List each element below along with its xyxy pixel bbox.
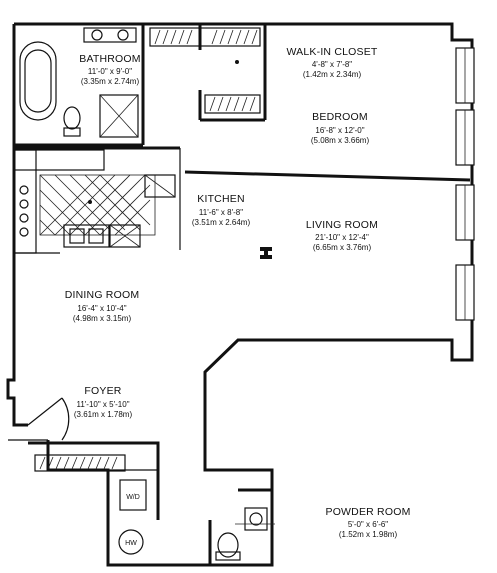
label-dining-room: DINING ROOM 16'-4" x 10'-4" (4.98m x 3.1… — [65, 289, 140, 323]
kitchen-dims-ft: 11'-6" x 8'-8" — [199, 208, 243, 217]
walk-in-closet-name: WALK-IN CLOSET — [286, 46, 377, 58]
powder-room-dims-m: (1.52m x 1.98m) — [339, 530, 398, 539]
living-room-dims-ft: 21'-10" x 12'-4" — [315, 233, 369, 242]
label-bedroom: BEDROOM 16'-8" x 12'-0" (5.08m x 3.66m) — [311, 111, 370, 145]
windows — [455, 47, 475, 321]
walk-in-closet-dims-ft: 4'-8" x 7'-8" — [312, 60, 352, 69]
bedroom-name: BEDROOM — [312, 111, 368, 123]
dining-room-dims-m: (4.98m x 3.15m) — [73, 314, 132, 323]
powder-room-fixtures — [215, 507, 268, 561]
bathroom-dims-ft: 11'-0" x 9'-0" — [88, 67, 132, 76]
closet-shelving — [34, 27, 261, 472]
label-powder-room: POWDER ROOM 5'-0" x 6'-6" (1.52m x 1.98m… — [325, 506, 410, 539]
kitchen-dims-m: (3.51m x 2.64m) — [192, 218, 251, 227]
bedroom-dims-m: (5.08m x 3.66m) — [311, 136, 370, 145]
kitchen-fixtures — [13, 149, 176, 254]
entry-door-icon[interactable] — [27, 397, 70, 441]
kitchen-name: KITCHEN — [197, 193, 245, 205]
walk-in-closet-dims-m: (1.42m x 2.34m) — [303, 70, 362, 79]
foyer-dims-ft: 11'-10" x 5'-10" — [76, 400, 129, 409]
label-kitchen: KITCHEN 11'-6" x 8'-8" (3.51m x 2.64m) — [192, 193, 251, 227]
label-bathroom: BATHROOM 11'-0" x 9'-0" (3.35m x 2.74m) — [79, 53, 141, 86]
powder-room-dims-ft: 5'-0" x 6'-6" — [348, 520, 388, 529]
column-icon — [260, 247, 272, 259]
label-foyer: FOYER 11'-10" x 5'-10" (3.61m x 1.78m) — [74, 385, 133, 419]
foyer-name: FOYER — [84, 385, 121, 397]
bathroom-dims-m: (3.35m x 2.74m) — [81, 77, 140, 86]
label-walk-in-closet: WALK-IN CLOSET 4'-8" x 7'-8" (1.42m x 2.… — [286, 46, 377, 79]
living-room-name: LIVING ROOM — [306, 219, 378, 231]
dining-room-dims-ft: 16'-4" x 10'-4" — [77, 304, 126, 313]
utility-fixtures — [118, 479, 147, 555]
powder-room-name: POWDER ROOM — [325, 506, 410, 518]
washer-dryer-label: W/D — [126, 494, 140, 501]
foyer-dims-m: (3.61m x 1.78m) — [74, 410, 133, 419]
living-room-dims-m: (6.65m x 3.76m) — [313, 243, 372, 252]
room-markers — [88, 60, 275, 525]
bathroom-name: BATHROOM — [79, 53, 141, 65]
label-living-room: LIVING ROOM 21'-10" x 12'-4" (6.65m x 3.… — [306, 219, 378, 252]
bathroom-fixtures — [19, 27, 139, 138]
exterior-walls — [6, 22, 474, 567]
bedroom-dims-ft: 16'-8" x 12'-0" — [315, 126, 364, 135]
water-heater-label: HW — [125, 540, 137, 547]
dining-room-name: DINING ROOM — [65, 289, 140, 301]
